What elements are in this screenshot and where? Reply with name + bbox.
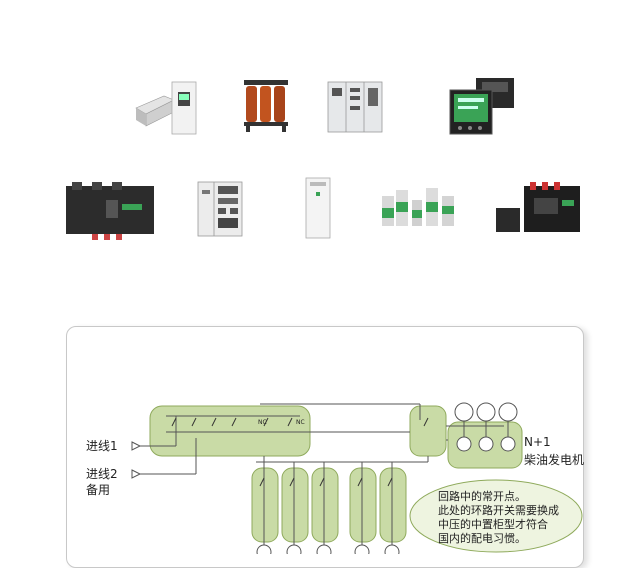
power-quality-monitor-image [448, 76, 516, 136]
low-voltage-switchgear-image [326, 80, 384, 134]
standby-label: 备用 [86, 483, 110, 497]
note-line: 回路中的常开点。 [438, 489, 526, 503]
incoming-line-2-label: 进线2 [86, 467, 118, 481]
generator-icon [454, 402, 518, 452]
circuit-breaker-image [62, 180, 158, 242]
normally-closed-label: NC [258, 419, 267, 426]
control-cabinet-image [196, 180, 244, 238]
capacitor-bank-image [378, 182, 462, 228]
incoming-switchgear-module [149, 405, 311, 457]
ups-unit-image [134, 78, 200, 136]
feeder-module [251, 467, 279, 543]
feeder-module [311, 467, 339, 543]
generator-coupling-module [409, 405, 447, 457]
incoming-2-arrow-icon [131, 469, 142, 479]
generator-redundancy-label: N+1 [524, 435, 551, 449]
load-transformer-icon [256, 544, 400, 554]
single-line-diagram: 进线1 进线2 备用 NC NC N+1 柴油发电机 回路中的常开点。 此处的环… [86, 402, 584, 554]
feeder-module [349, 467, 377, 543]
note-line: 此处的环路开关需要换成 [438, 503, 559, 517]
diesel-generator-label: 柴油发电机 [524, 452, 584, 467]
bus-wiring [140, 403, 504, 548]
product-gallery [62, 76, 584, 242]
switch-symbols [171, 417, 429, 487]
white-cabinet-image [302, 176, 334, 240]
feeder-module [379, 467, 407, 543]
note-line: 中压的中置柜型才符合 [438, 517, 548, 531]
air-circuit-breaker-image [494, 180, 584, 236]
note-bubble [409, 479, 583, 553]
incoming-1-arrow-icon [131, 441, 142, 451]
incoming-line-1-label: 进线1 [86, 439, 118, 453]
normally-closed-label: NC [296, 419, 305, 426]
note-line: 国内的配电习惯。 [438, 531, 526, 545]
dry-type-transformer-image [240, 76, 292, 134]
feeder-module [281, 467, 309, 543]
